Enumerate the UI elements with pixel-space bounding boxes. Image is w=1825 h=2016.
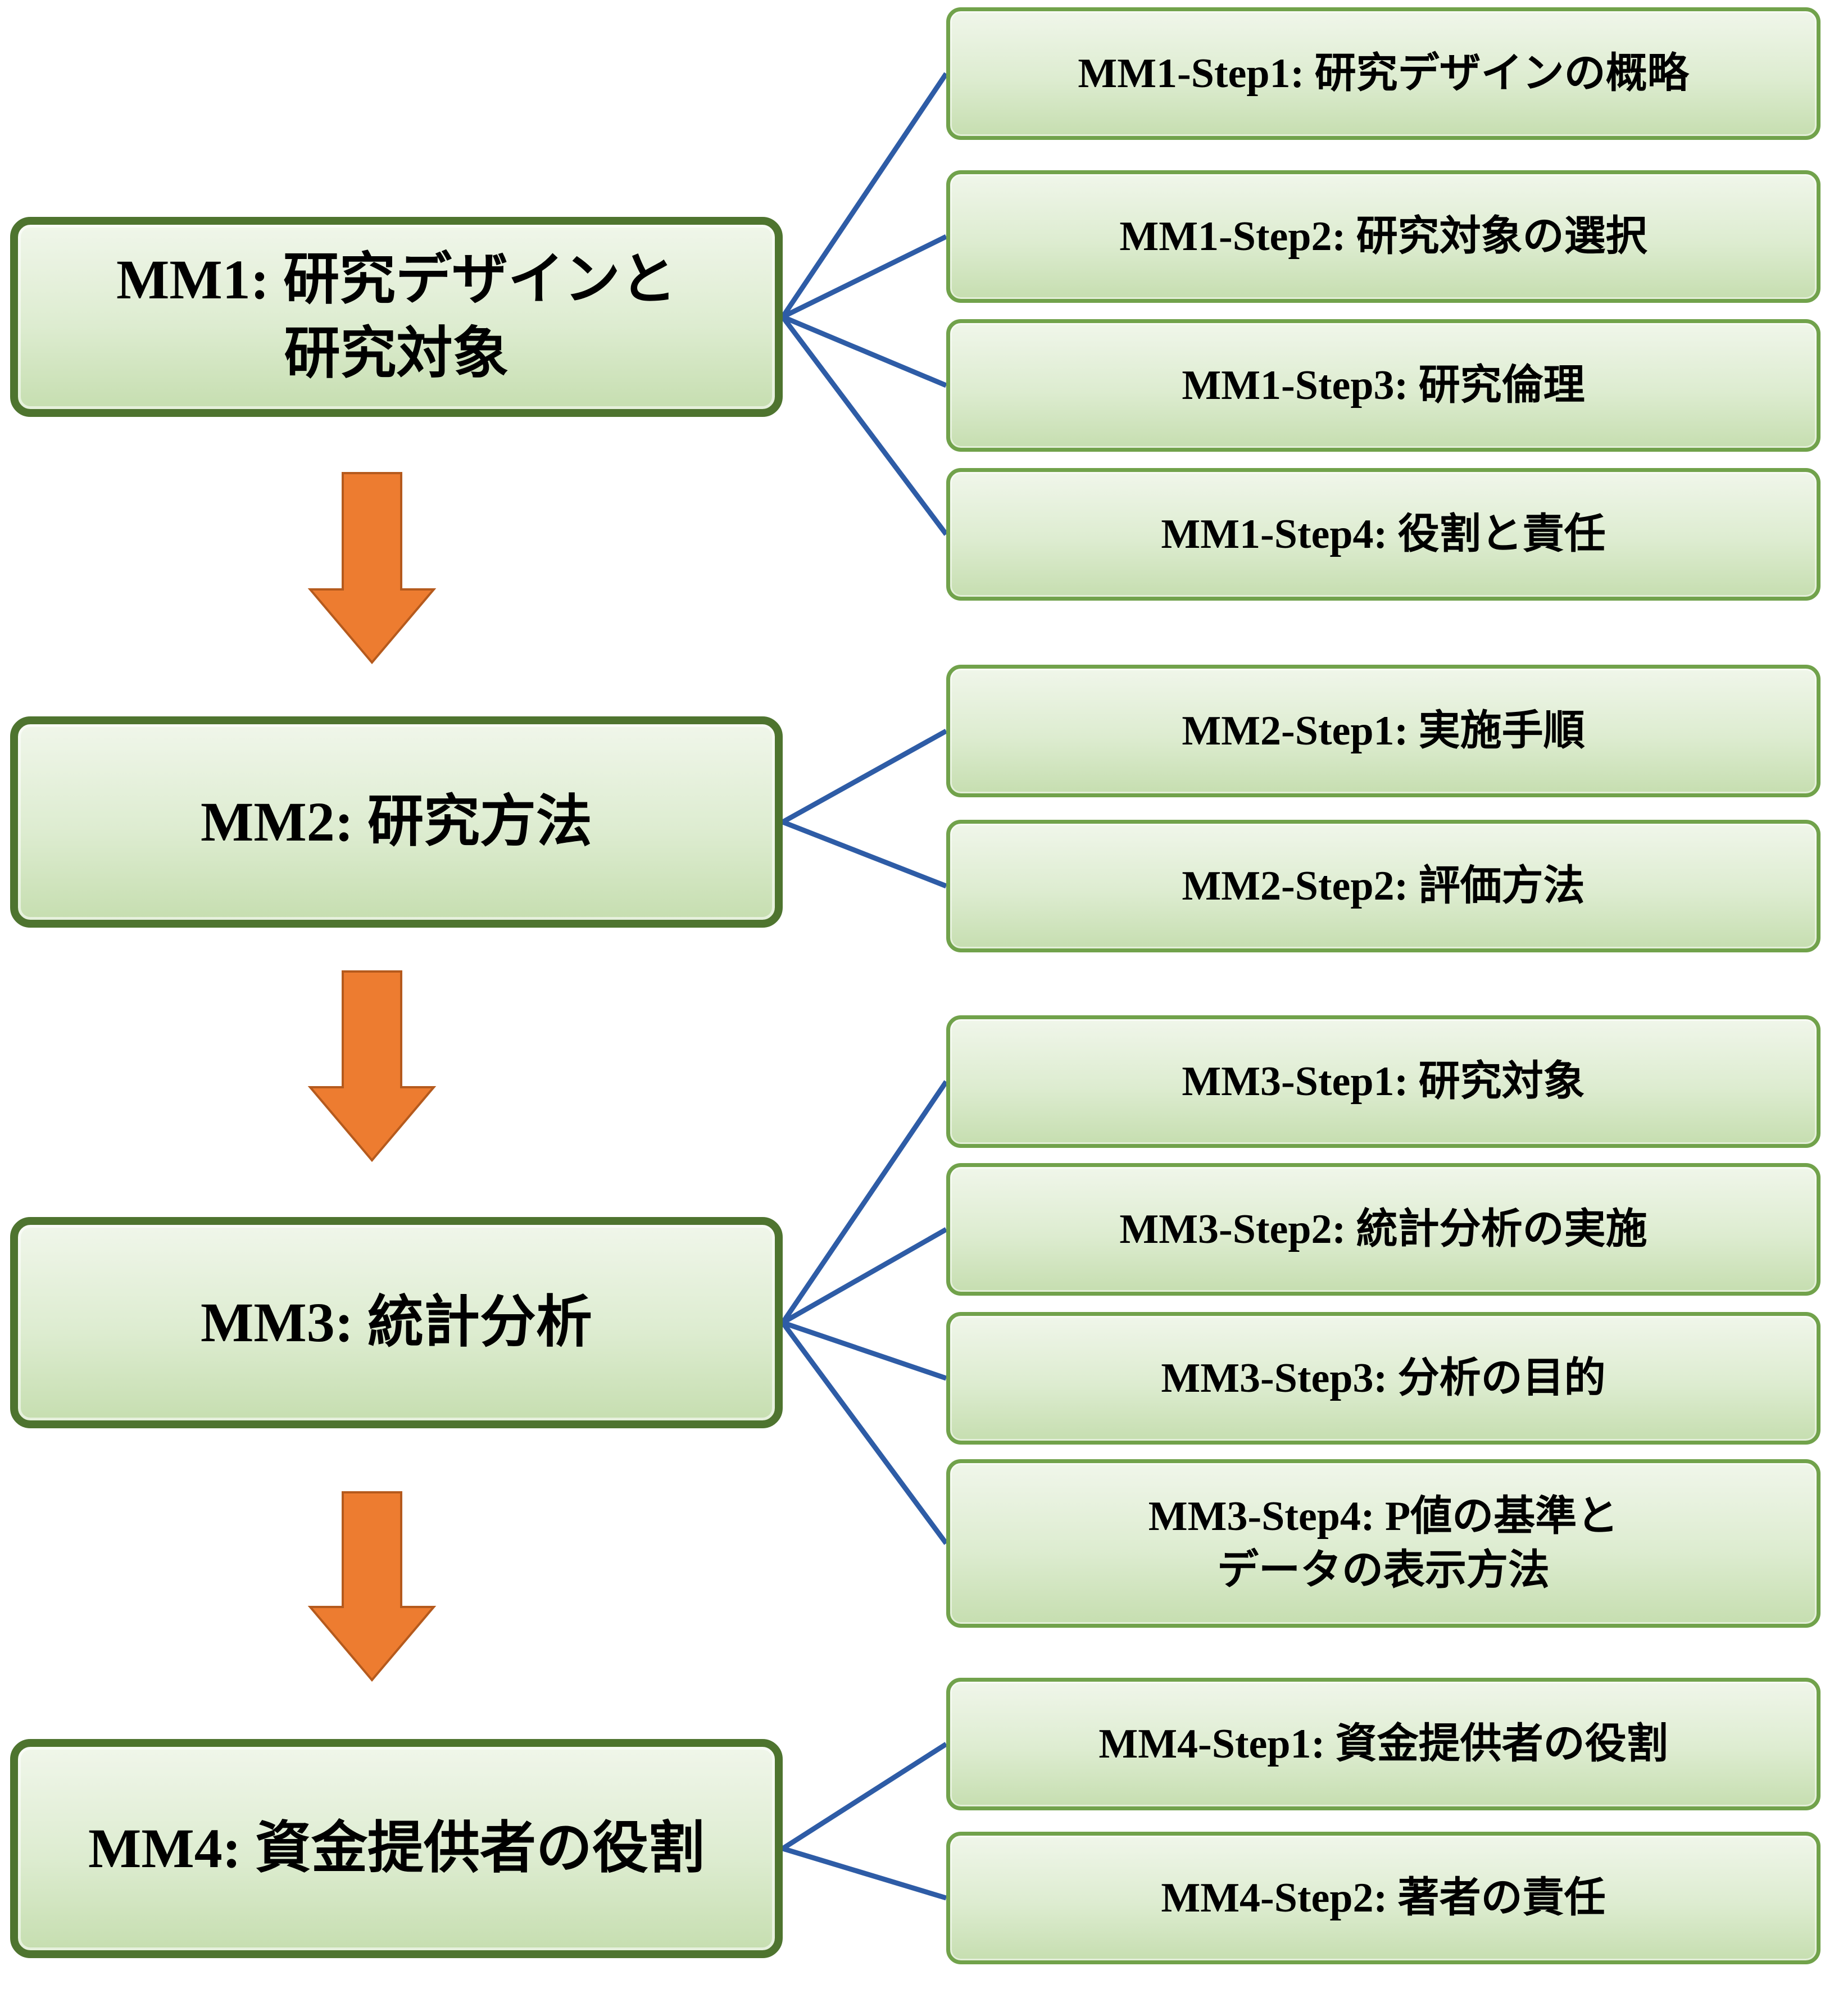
connector-mm1-step4 bbox=[780, 315, 948, 536]
step-node-mm3-step2: MM3-Step2: 統計分析の実施 bbox=[946, 1163, 1821, 1296]
step-node-mm1-step3-label: MM1-Step3: 研究倫理 bbox=[1182, 362, 1585, 408]
connector-mm1-step1 bbox=[780, 72, 948, 319]
step-node-mm3-step2-label: MM3-Step2: 統計分析の実施 bbox=[1119, 1206, 1647, 1252]
step-node-mm4-step1-label: MM4-Step1: 資金提供者の役割 bbox=[1098, 1720, 1668, 1767]
step-node-mm3-step4-label-line2: データの表示方法 bbox=[1217, 1547, 1550, 1593]
step-node-mm3-step4-label-line1: MM3-Step4: P値の基準と bbox=[1148, 1493, 1619, 1540]
connector-mm3-step4 bbox=[780, 1321, 948, 1545]
main-node-mm4: MM4: 資金提供者の役割 bbox=[10, 1739, 783, 1958]
step-node-mm4-step2: MM4-Step2: 著者の責任 bbox=[946, 1832, 1821, 1964]
down-arrow-mm3-mm4 bbox=[307, 1491, 437, 1682]
connector-mm3-step3 bbox=[782, 1320, 947, 1381]
step-node-mm1-step3: MM1-Step3: 研究倫理 bbox=[946, 319, 1821, 452]
connector-mm4-step1 bbox=[781, 1742, 948, 1851]
main-node-mm2-label: MM2: 研究方法 bbox=[200, 791, 593, 853]
main-node-mm3: MM3: 統計分析 bbox=[10, 1217, 783, 1428]
step-node-mm1-step2: MM1-Step2: 研究対象の選択 bbox=[946, 170, 1821, 303]
main-node-mm1-label-line1: MM1: 研究デザインと bbox=[116, 248, 677, 311]
connector-mm3-step1 bbox=[780, 1080, 948, 1324]
step-node-mm3-step4: MM3-Step4: P値の基準と データの表示方法 bbox=[946, 1459, 1821, 1628]
main-node-mm3-label: MM3: 統計分析 bbox=[200, 1291, 593, 1354]
step-node-mm1-step4-label: MM1-Step4: 役割と責任 bbox=[1161, 511, 1606, 557]
down-arrow-mm1-mm2 bbox=[307, 472, 437, 665]
step-node-mm3-step3-label: MM3-Step3: 分析の目的 bbox=[1161, 1355, 1606, 1401]
connector-mm1-step3 bbox=[782, 314, 947, 388]
step-node-mm2-step2-label: MM2-Step2: 評価方法 bbox=[1182, 862, 1585, 909]
step-node-mm2-step2: MM2-Step2: 評価方法 bbox=[946, 820, 1821, 952]
step-node-mm4-step2-label: MM4-Step2: 著者の責任 bbox=[1161, 1874, 1606, 1921]
step-node-mm1-step4: MM1-Step4: 役割と責任 bbox=[946, 468, 1821, 601]
step-node-mm1-step1: MM1-Step1: 研究デザインの概略 bbox=[946, 7, 1821, 140]
step-node-mm2-step1-label: MM2-Step1: 実施手順 bbox=[1182, 707, 1585, 754]
step-node-mm2-step1: MM2-Step1: 実施手順 bbox=[946, 665, 1821, 797]
connector-mm3-step2 bbox=[781, 1227, 948, 1325]
step-node-mm1-step2-label: MM1-Step2: 研究対象の選択 bbox=[1119, 213, 1647, 260]
connector-mm2-step2 bbox=[782, 819, 947, 889]
step-node-mm3-step1-label: MM3-Step1: 研究対象 bbox=[1182, 1058, 1585, 1105]
main-node-mm1: MM1: 研究デザインと 研究対象 bbox=[10, 217, 783, 417]
step-node-mm3-step1: MM3-Step1: 研究対象 bbox=[946, 1015, 1821, 1148]
main-node-mm2: MM2: 研究方法 bbox=[10, 716, 783, 928]
main-node-mm1-label-line2: 研究対象 bbox=[284, 323, 509, 385]
step-node-mm4-step1: MM4-Step1: 資金提供者の役割 bbox=[946, 1678, 1821, 1810]
step-node-mm1-step1-label: MM1-Step1: 研究デザインの概略 bbox=[1078, 50, 1689, 97]
main-node-mm4-label: MM4: 資金提供者の役割 bbox=[88, 1817, 705, 1879]
down-arrow-mm2-mm3 bbox=[307, 970, 437, 1163]
connector-mm2-step1 bbox=[781, 729, 948, 824]
step-node-mm3-step3: MM3-Step3: 分析の目的 bbox=[946, 1312, 1821, 1445]
connector-mm4-step2 bbox=[782, 1846, 947, 1901]
connector-mm1-step2 bbox=[782, 234, 947, 320]
